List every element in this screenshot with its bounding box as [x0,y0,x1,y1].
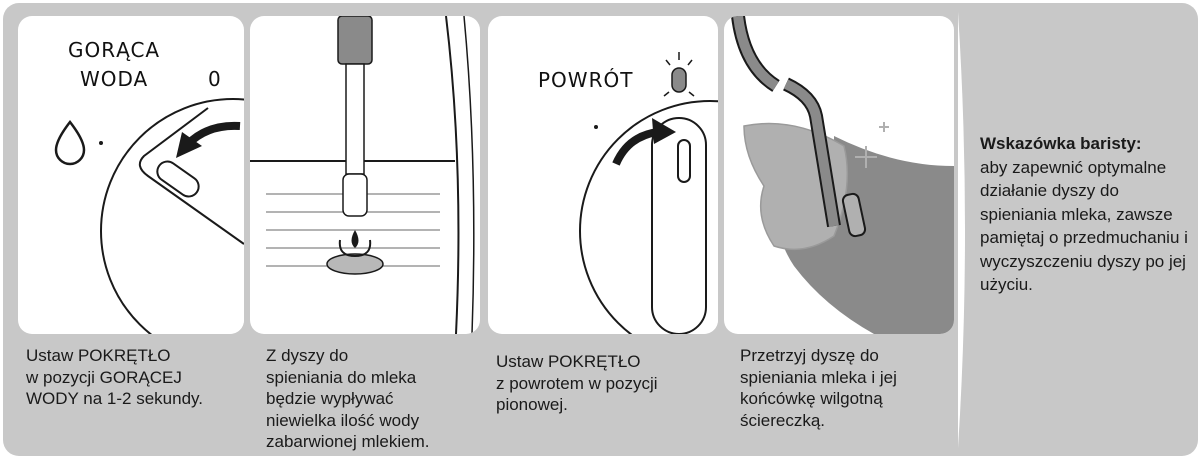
step-4-panel [724,16,954,334]
barista-tip-title: Wskazówka baristy: [980,134,1142,153]
step-3-caption: Ustaw POKRĘTŁO z powrotem w pozycji pion… [496,352,658,414]
return-dial-illustration [579,52,718,334]
position-dot [594,125,598,129]
step-1-panel: GORĄCA WODA 0 [18,16,244,334]
hot-water-dial-illustration [54,98,244,334]
steam-wand-illustration [250,16,475,334]
barista-tip-box [976,10,1194,450]
rotate-arrow-icon [176,121,241,158]
barista-tip: Wskazówka baristy: aby zapewnić optymaln… [980,132,1195,297]
water-drop-icon [54,119,86,166]
step-1-caption: Ustaw POKRĘTŁO w pozycji GORĄCEJ WODY na… [26,346,204,408]
sparkle-icon [855,122,889,168]
wiping-wand-illustration [731,16,954,334]
step-2-panel [250,16,480,334]
water-drop-icon [351,230,359,248]
step-4-caption: Przetrzyj dyszę do spieniania mleka i je… [740,346,897,430]
indicator-light-icon [663,52,695,97]
barista-tip-body: aby zapewnić optymalne działanie dyszy d… [980,157,1188,295]
position-dot [99,141,103,145]
return-label: POWRÓT [538,68,634,92]
zero-position-label: 0 [208,67,222,91]
rotate-arrow-icon [612,118,676,166]
step-2-caption: Z dyszy do spieniania do mleka będzie wy… [266,346,430,451]
splash-icon [338,239,372,258]
tip-divider [958,12,965,448]
hot-water-label: GORĄCA WODA [68,38,161,91]
step-3-panel: POWRÓT [488,16,718,334]
